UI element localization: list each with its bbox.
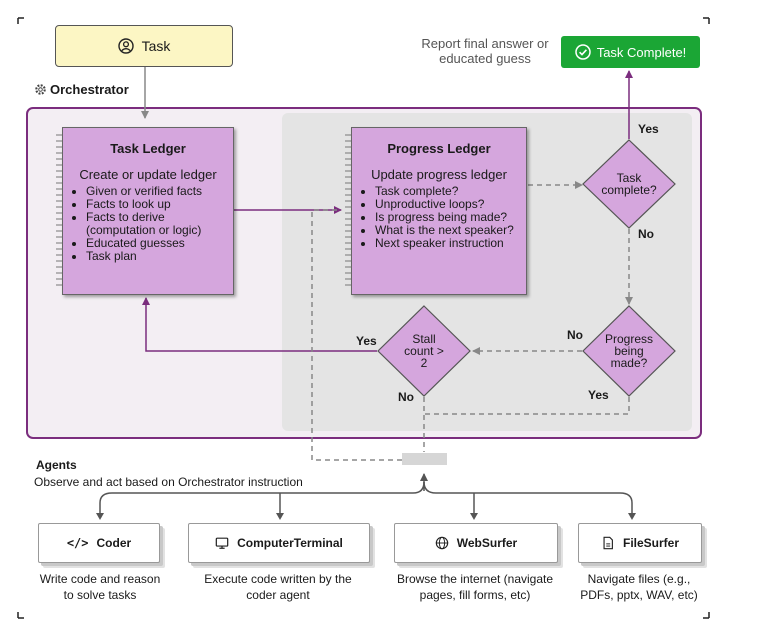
corner-marks xyxy=(17,17,710,619)
agent-name: FileSurfer xyxy=(622,536,679,550)
progress-ledger-title: Progress Ledger xyxy=(387,141,491,156)
agent-desc-websurfer: Browse the internet (navigate pages, fil… xyxy=(380,571,570,603)
list-item: Next speaker instruction xyxy=(375,237,526,250)
progress-no-label: No xyxy=(567,328,583,342)
decision-line: made? xyxy=(610,356,648,370)
report-line-2: educated guess xyxy=(439,51,531,66)
agents-subtitle: Observe and act based on Orchestrator in… xyxy=(34,475,303,489)
decision-line: being xyxy=(614,344,644,358)
task-ledger-list: Given or verified facts Facts to look up… xyxy=(63,185,233,263)
orchestrator-title: Orchestrator xyxy=(50,82,129,97)
list-item: Facts to derive (computation or logic) xyxy=(86,211,233,237)
progress-yes-line xyxy=(424,397,630,415)
agent-card-filesurfer: FileSurfer xyxy=(578,523,702,563)
agent-card-computer-terminal: ComputerTerminal xyxy=(188,523,370,563)
decision-line: Task xyxy=(616,171,642,185)
agents-tree xyxy=(99,473,633,513)
stall-no-label: No xyxy=(398,390,414,404)
list-item: Task complete? xyxy=(375,185,526,198)
progress-yes-label: Yes xyxy=(588,388,609,402)
check-circle-icon xyxy=(574,44,591,60)
agent-desc-coder: Write code and reason to solve tasks xyxy=(20,571,180,603)
stall-yes-label: Yes xyxy=(356,334,377,348)
list-item: What is the next speaker? xyxy=(375,224,526,237)
progress-diamond xyxy=(582,305,676,397)
agents-title: Agents xyxy=(36,458,77,472)
progress-ledger-list: Task complete? Unproductive loops? Is pr… xyxy=(352,185,526,250)
task-box: Task xyxy=(55,25,233,67)
task-complete-decision-text: Task complete? xyxy=(589,172,669,196)
report-final-answer-text: Report final answer or educated guess xyxy=(410,36,560,66)
orchestrator-label: Orchestrator xyxy=(34,82,129,97)
agent-desc-line: coder agent xyxy=(246,588,310,602)
decision-line: Progress xyxy=(604,332,654,346)
list-item: Unproductive loops? xyxy=(375,198,526,211)
task-ledger-title: Task Ledger xyxy=(110,141,186,156)
task-label: Task xyxy=(141,38,171,54)
stall-decision-text: Stall count > 2 xyxy=(384,333,464,369)
decision-line: count > xyxy=(404,344,444,358)
progress-ledger-subtitle: Update progress ledger xyxy=(371,167,507,182)
agent-desc-line: pages, fill forms, etc) xyxy=(419,588,531,602)
agents-tree-heads xyxy=(96,513,636,520)
report-line-1: Report final answer or xyxy=(421,36,549,51)
agent-desc-line: PDFs, pptx, WAV, etc) xyxy=(580,588,698,602)
complete-yes-label: Yes xyxy=(638,122,659,136)
agent-desc-line: to solve tasks xyxy=(63,588,137,602)
complete-no-label: No xyxy=(638,227,654,241)
agent-desc-line: Write code and reason xyxy=(39,572,161,586)
agent-desc-line: Browse the internet (navigate xyxy=(396,572,554,586)
agent-desc-line: Navigate files (e.g., xyxy=(587,572,691,586)
agent-desc-line: Execute code written by the xyxy=(204,572,352,586)
task-complete-diamond xyxy=(582,139,676,229)
progress-decision-text: Progress being made? xyxy=(589,333,669,369)
agent-card-websurfer: WebSurfer xyxy=(394,523,558,563)
task-ledger-subtitle: Create or update ledger xyxy=(79,167,217,182)
stall-yes-arrow xyxy=(142,297,377,352)
monitor-icon xyxy=(215,537,229,549)
list-item: Task plan xyxy=(86,250,233,263)
task-complete-box: Task Complete! xyxy=(561,36,700,68)
agent-name: ComputerTerminal xyxy=(237,536,343,550)
list-item: Facts to look up xyxy=(86,198,233,211)
user-icon xyxy=(117,38,134,54)
globe-icon xyxy=(435,536,449,550)
agent-desc-computer-terminal: Execute code written by the coder agent xyxy=(188,571,368,603)
junction-box xyxy=(402,453,447,465)
decision-line: Stall xyxy=(412,332,436,346)
agent-card-coder: </> Coder xyxy=(38,523,160,563)
file-icon xyxy=(603,536,613,550)
list-item: Given or verified facts xyxy=(86,185,233,198)
agent-name: WebSurfer xyxy=(456,536,518,550)
agent-desc-filesurfer: Navigate files (e.g., PDFs, pptx, WAV, e… xyxy=(570,571,708,603)
decision-line: 2 xyxy=(420,356,428,370)
gear-icon xyxy=(35,84,46,95)
stall-diamond xyxy=(377,305,471,397)
agents-feedback-arrow xyxy=(311,209,402,461)
list-item: Is progress being made? xyxy=(375,211,526,224)
list-item: Educated guesses xyxy=(86,237,233,250)
task-ledger-card: Task Ledger Create or update ledger Give… xyxy=(62,127,234,295)
progress-ledger-card: Progress Ledger Update progress ledger T… xyxy=(351,127,527,295)
decision-line: complete? xyxy=(601,183,657,197)
task-complete-label: Task Complete! xyxy=(596,44,687,60)
agent-name: Coder xyxy=(96,536,132,550)
code-icon: </> xyxy=(66,536,89,550)
